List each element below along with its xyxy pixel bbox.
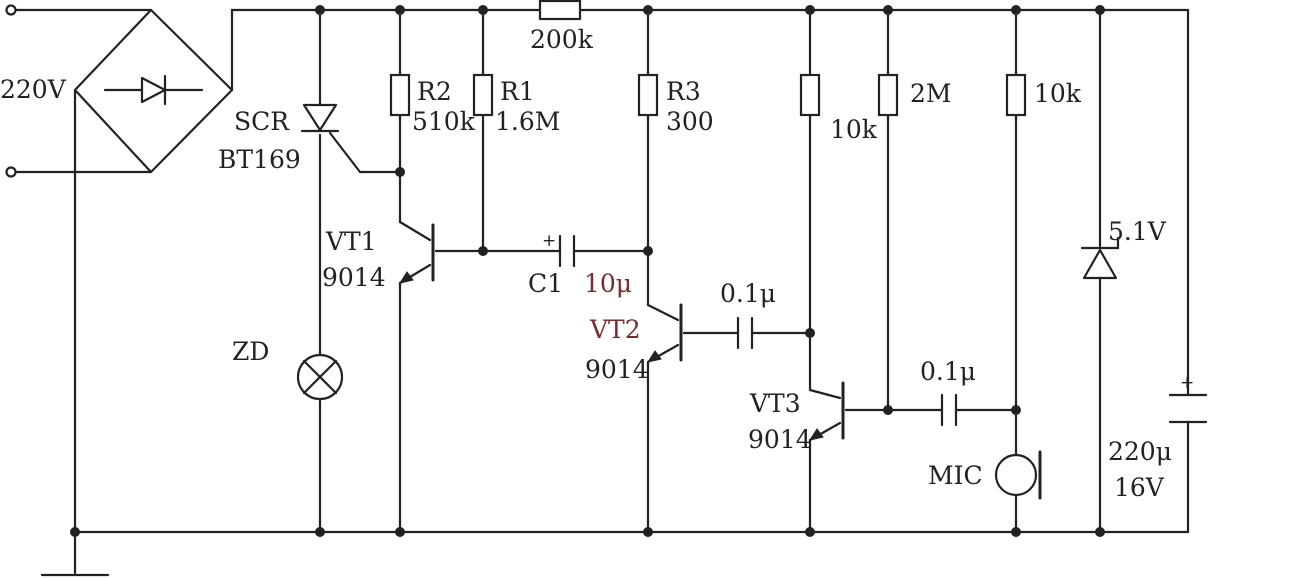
vt2-type-label: 9014 — [585, 355, 649, 384]
scr-thyristor — [300, 103, 340, 133]
c-filter-polarity-label: + — [1180, 373, 1194, 393]
transistor-vt3 — [808, 381, 845, 441]
resistor-mic — [1005, 73, 1027, 117]
r-vt3-collector-label: 10k — [830, 115, 878, 144]
transistor-vt1 — [398, 223, 435, 284]
vt3-name-label: VT3 — [749, 389, 801, 418]
c-filter-value-label: 220μ — [1108, 437, 1172, 466]
junction-dots — [70, 5, 1105, 537]
c3-value-label: 0.1μ — [920, 357, 976, 386]
scr-label: SCR — [234, 107, 290, 136]
vt2-name-label: VT2 — [589, 315, 641, 344]
vt3-type-label: 9014 — [748, 425, 812, 454]
r-top-label: 200k — [530, 25, 594, 54]
ac-terminal-top — [5, 4, 17, 16]
capacitor-filter — [1168, 393, 1208, 424]
c1-value-label: 10μ — [584, 269, 632, 298]
scr-type-label: BT169 — [218, 145, 301, 174]
c2-value-label: 0.1μ — [720, 279, 776, 308]
r-mic-label: 10k — [1034, 79, 1082, 108]
bridge-rectifier — [73, 8, 234, 174]
capacitor-c3 — [940, 393, 958, 427]
resistor-vt3-collector — [799, 73, 821, 117]
transistor-vt2 — [646, 303, 683, 363]
lamp-label: ZD — [232, 337, 269, 366]
r3-value-label: 300 — [666, 107, 714, 136]
lamp-zd — [296, 353, 344, 401]
wires — [13, 8, 1190, 577]
c-filter-voltage-label: 16V — [1114, 473, 1165, 502]
zener-label: 5.1V — [1108, 217, 1167, 246]
resistor-r1 — [472, 73, 494, 117]
c1-name-label: C1 — [528, 269, 563, 298]
r2-value-label: 510k — [412, 107, 476, 136]
r-vt3-bias-label: 2M — [910, 79, 952, 108]
vt1-name-label: VT1 — [325, 227, 377, 256]
capacitor-c1 — [558, 234, 576, 268]
r1-value-label: 1.6M — [495, 107, 560, 136]
resistor-vt3-bias — [877, 73, 899, 117]
resistor-top — [538, 0, 582, 21]
ac-input-label: 220V — [0, 75, 67, 104]
zener-diode — [1080, 236, 1120, 280]
c1-polarity-label: + — [542, 231, 556, 251]
resistor-r3 — [637, 73, 659, 117]
microphone — [994, 450, 1042, 500]
ac-terminal-bottom — [5, 166, 17, 178]
vt1-type-label: 9014 — [322, 263, 386, 292]
r1-name-label: R1 — [500, 77, 535, 106]
capacitor-c2 — [736, 316, 754, 350]
resistor-r2 — [389, 73, 411, 117]
r2-name-label: R2 — [417, 77, 452, 106]
r3-name-label: R3 — [666, 77, 701, 106]
mic-label: MIC — [928, 461, 983, 490]
